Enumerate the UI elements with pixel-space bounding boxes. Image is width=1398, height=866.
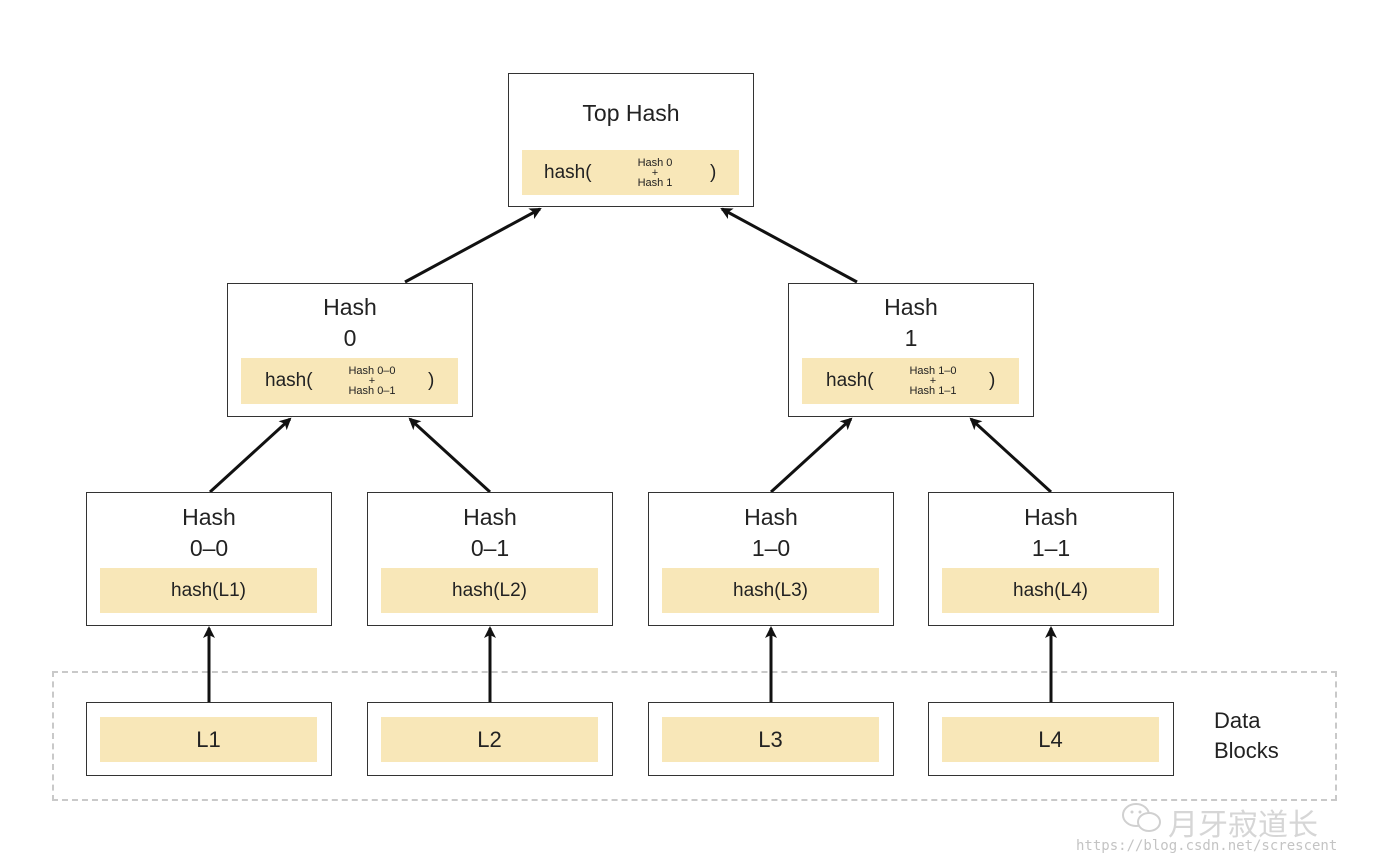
leaf-hash-subtitle: 1–0 bbox=[751, 535, 791, 561]
watermark-brand: 月牙寂道长 bbox=[1168, 808, 1318, 843]
leaf-hash-formula: hash(L2) bbox=[381, 568, 598, 613]
data-block-l1: L1 bbox=[86, 702, 332, 776]
operand-plus: + bbox=[929, 375, 937, 387]
leaf-hash-subtitle: 0–1 bbox=[470, 535, 510, 561]
hash-1-node: Hash 1 hash( Hash 1–0 + Hash 1–1 ) bbox=[788, 283, 1034, 417]
operand-a: Hash 1–0 bbox=[909, 365, 957, 377]
hash-0-1-node: Hash 0–1 hash(L2) bbox=[367, 492, 613, 626]
arrow-hash00-to-hash0 bbox=[208, 417, 292, 494]
hash-1-1-node: Hash 1–1 hash(L4) bbox=[928, 492, 1174, 626]
hash-0-formula: hash( Hash 0–0 + Hash 0–1 ) bbox=[241, 358, 458, 404]
hash-0-0-node: Hash 0–0 hash(L1) bbox=[86, 492, 332, 626]
leaf-hash-title: Hash bbox=[182, 504, 236, 530]
data-blocks-label: Data Blocks bbox=[1214, 706, 1279, 766]
leaf-hash-formula: hash(L3) bbox=[662, 568, 879, 613]
formula-close: ) bbox=[428, 370, 435, 391]
leaf-hash-subtitle: 0–0 bbox=[189, 535, 229, 561]
data-block-l2: L2 bbox=[367, 702, 613, 776]
top-hash-node: Top Hash hash( Hash 0 + Hash 1 ) bbox=[508, 73, 754, 207]
formula-operands: Hash 0–0 + Hash 0–1 bbox=[332, 365, 412, 397]
operand-a: Hash 0 bbox=[637, 156, 673, 169]
operand-plus: + bbox=[651, 166, 659, 179]
leaf-hash-title: Hash bbox=[1024, 504, 1078, 530]
hash-1-formula: hash( Hash 1–0 + Hash 1–1 ) bbox=[802, 358, 1019, 404]
wechat-logo-icon bbox=[1122, 803, 1161, 832]
formula-close: ) bbox=[710, 161, 717, 183]
data-blocks-region bbox=[52, 671, 1337, 801]
watermark-url: https://blog.csdn.net/screscent bbox=[1076, 838, 1338, 854]
operand-b: Hash 0–1 bbox=[348, 385, 396, 397]
hash-1-subtitle: 1 bbox=[904, 325, 918, 351]
data-block-label: L4 bbox=[942, 717, 1159, 762]
leaf-hash-subtitle: 1–1 bbox=[1031, 535, 1071, 561]
data-block-l4: L4 bbox=[928, 702, 1174, 776]
operand-a: Hash 0–0 bbox=[348, 365, 396, 377]
top-hash-title: Top Hash bbox=[582, 100, 680, 126]
leaf-hash-title: Hash bbox=[463, 504, 517, 530]
formula-operands: Hash 0 + Hash 1 bbox=[615, 156, 695, 189]
operand-b: Hash 1 bbox=[637, 176, 673, 189]
hash-0-title: Hash bbox=[323, 294, 377, 320]
hash-0-node: Hash 0 hash( Hash 0–0 + Hash 0–1 ) bbox=[227, 283, 473, 417]
formula-fn: hash( bbox=[826, 370, 874, 391]
leaf-hash-formula: hash(L4) bbox=[942, 568, 1159, 613]
formula-operands: Hash 1–0 + Hash 1–1 bbox=[893, 365, 973, 397]
data-blocks-label-line2: Blocks bbox=[1214, 738, 1279, 763]
data-blocks-label-line1: Data bbox=[1214, 708, 1261, 733]
arrow-hash1-to-top bbox=[720, 207, 858, 284]
formula-fn: hash( bbox=[544, 161, 592, 183]
formula-close: ) bbox=[989, 370, 996, 391]
hash-1-0-node: Hash 1–0 hash(L3) bbox=[648, 492, 894, 626]
data-block-label: L3 bbox=[662, 717, 879, 762]
arrow-hash11-to-hash1 bbox=[969, 417, 1053, 494]
arrow-hash01-to-hash0 bbox=[408, 417, 492, 494]
operand-plus: + bbox=[368, 375, 376, 387]
hash-1-title: Hash bbox=[884, 294, 938, 320]
arrow-hash0-to-top bbox=[404, 207, 542, 284]
formula-fn: hash( bbox=[265, 370, 313, 391]
top-hash-formula: hash( Hash 0 + Hash 1 ) bbox=[522, 150, 739, 195]
leaf-hash-formula: hash(L1) bbox=[100, 568, 317, 613]
hash-0-subtitle: 0 bbox=[343, 325, 357, 351]
leaf-hash-title: Hash bbox=[744, 504, 798, 530]
data-block-label: L1 bbox=[100, 717, 317, 762]
data-block-l3: L3 bbox=[648, 702, 894, 776]
data-block-label: L2 bbox=[381, 717, 598, 762]
arrow-hash10-to-hash1 bbox=[769, 417, 853, 494]
operand-b: Hash 1–1 bbox=[909, 385, 957, 397]
